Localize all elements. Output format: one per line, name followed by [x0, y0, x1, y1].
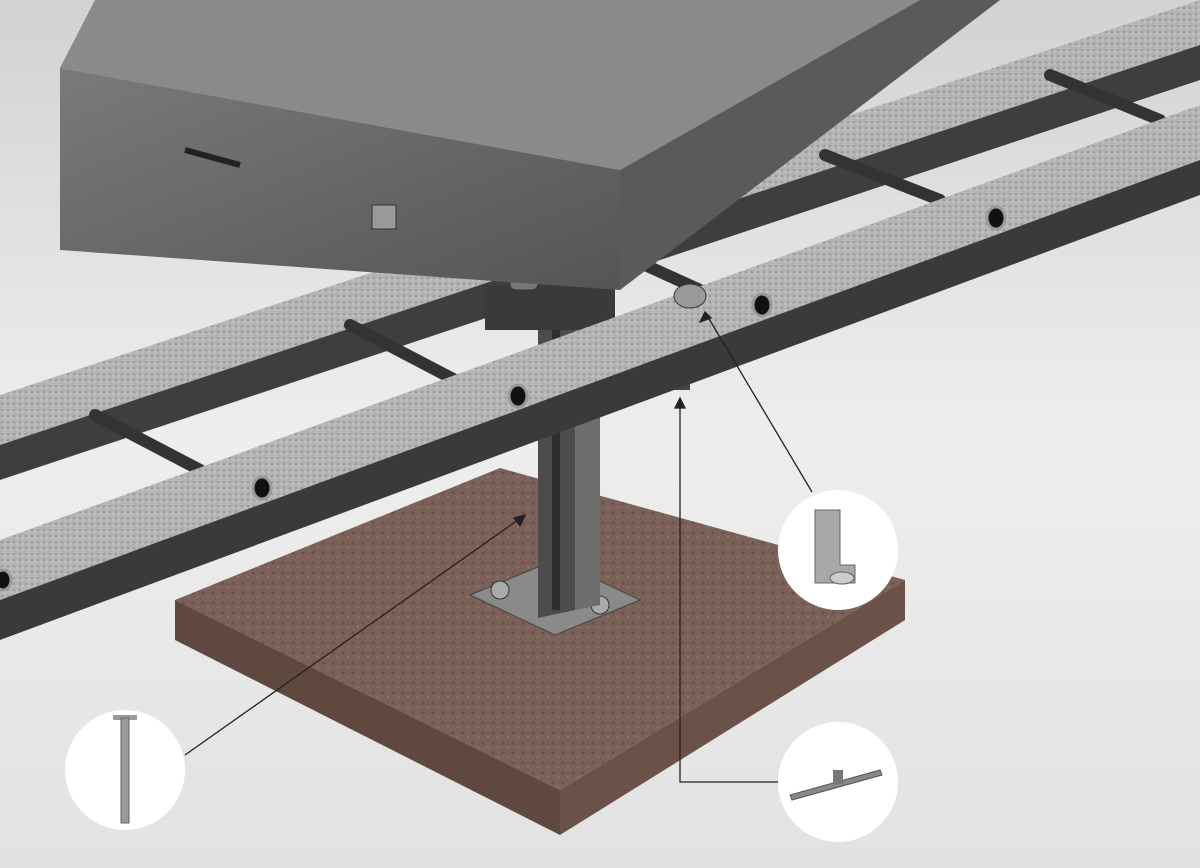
- callout-post: [65, 710, 185, 830]
- support-bracket-icon: [789, 769, 883, 801]
- leader-line-post: [184, 514, 526, 756]
- clamp-bracket-icon: [814, 509, 856, 585]
- leader-line-clamp: [704, 311, 813, 493]
- channel-post-icon: [113, 715, 137, 824]
- callout-clamp: [778, 490, 898, 610]
- callout-bracket: [778, 722, 898, 842]
- ladder-front-rail: [0, 105, 1200, 640]
- concrete-base-slab: [175, 468, 905, 835]
- leader-lines: [184, 310, 813, 783]
- rail-clamp: [673, 283, 707, 309]
- leader-line-bracket: [679, 400, 780, 783]
- ladder-cover: [60, 0, 1000, 290]
